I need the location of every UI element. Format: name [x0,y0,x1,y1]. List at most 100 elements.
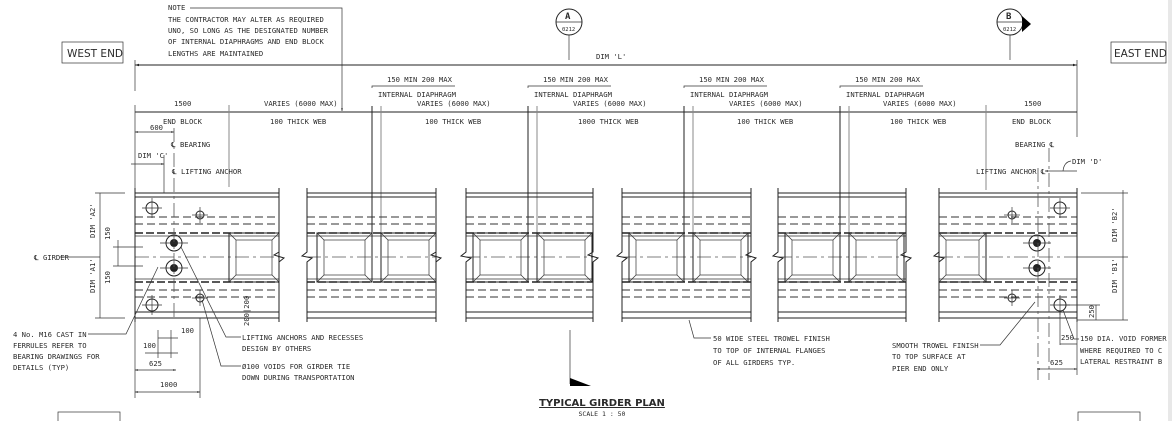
dim-b1: DIM 'B1' [1110,258,1119,293]
chamfer-line [428,232,437,241]
girder-body [134,188,1078,322]
drawing-title: TYPICAL GIRDER PLAN [539,398,665,409]
callout-voids: Ø100 VOIDS FOR GIRDER TIE DOWN DURING TR… [201,299,355,382]
chamfer-line [740,232,749,241]
lifting-anchor-cl-label: ℄ LIFTING ANCHOR [171,167,242,176]
bay-length: VARIES (6000 MAX) [883,99,957,108]
diaphragm-leader [839,85,923,88]
diaphragm-recess-inner [791,239,834,276]
chamfer-line [938,274,947,283]
callout-smooth-trowel: SMOOTH TROWEL FINISH TO TOP SURFACE AT P… [892,301,1036,373]
callout-line: SMOOTH TROWEL FINISH [892,341,979,350]
break-line [771,188,785,322]
west-end-block-length: 1500 [174,99,191,108]
break-line [300,188,314,322]
diaphragm-width: 150 MIN 200 MAX [543,75,609,84]
bay-length: VARIES (6000 MAX) [417,99,491,108]
dim-150: 150 [103,271,112,284]
chamfer-line [938,232,947,241]
dim-625: 625 [149,359,162,368]
diaphragm-recess [316,232,373,283]
callout-line: 150 DIA. VOID FORMER [1080,334,1167,343]
callout-line: WHERE REQUIRED TO C [1080,346,1162,355]
diaphragm-recess [784,232,841,283]
end-recess-inner [945,239,980,276]
note-line: LENGTHS ARE MAINTAINED [168,49,263,58]
section-marker-a[interactable]: A 0212 [555,8,583,60]
chamfer-line [228,274,237,283]
callout-line: DESIGN BY OTHERS [242,344,311,353]
chamfer-line [628,274,637,283]
diaphragm-label: INTERNAL DIAPHRAGM [378,90,457,99]
dim-150: 150 [103,227,112,240]
bay-web: 100 THICK WEB [890,117,946,126]
scrollbar[interactable] [1168,0,1172,421]
west-end-label: WEST END [67,48,123,60]
bay-web: 100 THICK WEB [737,117,793,126]
east-end-tag: EAST END [1110,41,1167,64]
chamfer-line [832,274,841,283]
dim-1000: 1000 [160,380,177,389]
dim-a2: DIM 'A2' [88,203,97,238]
chamfer-line [584,232,593,241]
chamfer-line [364,274,373,283]
dim-100: 100 [181,326,194,335]
chamfer-line [472,274,481,283]
chamfer-line [380,274,389,283]
callout-trowel-finish: 50 WIDE STEEL TROWEL FINISH TO TOP OF IN… [688,319,830,367]
chamfer-line [628,232,637,241]
drawing-scale: SCALE 1 : 50 [579,410,626,418]
chamfer-line [848,232,857,241]
break-line [586,188,600,322]
callout-ferrules: 4 No. M16 CAST IN FERRULES REFER TO BEAR… [13,266,159,372]
diaphragm-recess [536,232,593,283]
chamfer-line [520,274,529,283]
section-sheet: 0212 [1003,27,1016,33]
diaphragm-recess-inner [387,239,430,276]
chamfer-line [271,232,280,241]
diaphragm-recess [472,232,529,283]
chamfer-line [692,274,701,283]
note-line: OF INTERNAL DIAPHRAGMS AND END BLOCK [168,37,324,46]
note-leader [190,7,343,111]
callout-line: LATERAL RESTRAINT B [1080,357,1162,366]
dim-600: 600 [150,123,163,132]
chamfer-line [848,274,857,283]
diaphragm-label: INTERNAL DIAPHRAGM [534,90,613,99]
callout-line: Ø100 VOIDS FOR GIRDER TIE [242,362,350,371]
callout-line: DOWN DURING TRANSPORTATION [242,373,355,382]
east-end-details: BEARING ℄ LIFTING ANCHOR ℄ DIM 'D' DIM '… [976,140,1128,380]
callout-line: 4 No. M16 CAST IN [13,330,87,339]
section-letter: A [565,12,571,22]
diaphragm-leader [527,85,611,88]
chamfer-line [228,232,237,241]
bay-length: VARIES (6000 MAX) [573,99,647,108]
callout-void-former: 150 DIA. VOID FORMER WHERE REQUIRED TO C… [1062,309,1167,366]
dim-d-label: DIM 'D' [1072,157,1102,166]
section-marker-b[interactable]: B 0212 [996,8,1031,60]
chamfer-line [896,232,905,241]
diaphragm-recess [692,232,749,283]
diaphragm-label: INTERNAL DIAPHRAGM [690,90,769,99]
break-line [615,188,629,322]
recess-dim: 200|200 [242,296,251,326]
chamfer-line [978,232,987,241]
bay-web: 1000 THICK WEB [578,117,639,126]
bearing-cl-label: ℄ BEARING [170,140,210,149]
diaphragm-recess-inner [543,239,586,276]
chamfer-line [271,274,280,283]
overall-length-dimension: DIM 'L' [134,52,1078,137]
callout-line: OF ALL GIRDERS TYP. [713,358,795,367]
callout-line: DETAILS (TYP) [13,363,69,372]
chamfer-line [692,232,701,241]
chamfer-line [472,232,481,241]
dim-250: 250 [1061,333,1074,342]
callout-line: FERRULES REFER TO [13,341,87,350]
chamfer-line [832,232,841,241]
dim-100: 100 [143,341,156,350]
dim-a1: DIM 'A1' [88,258,97,293]
diaphragm-recess-inner [699,239,742,276]
girder-cl-label: ℄ GIRDER [33,253,70,262]
